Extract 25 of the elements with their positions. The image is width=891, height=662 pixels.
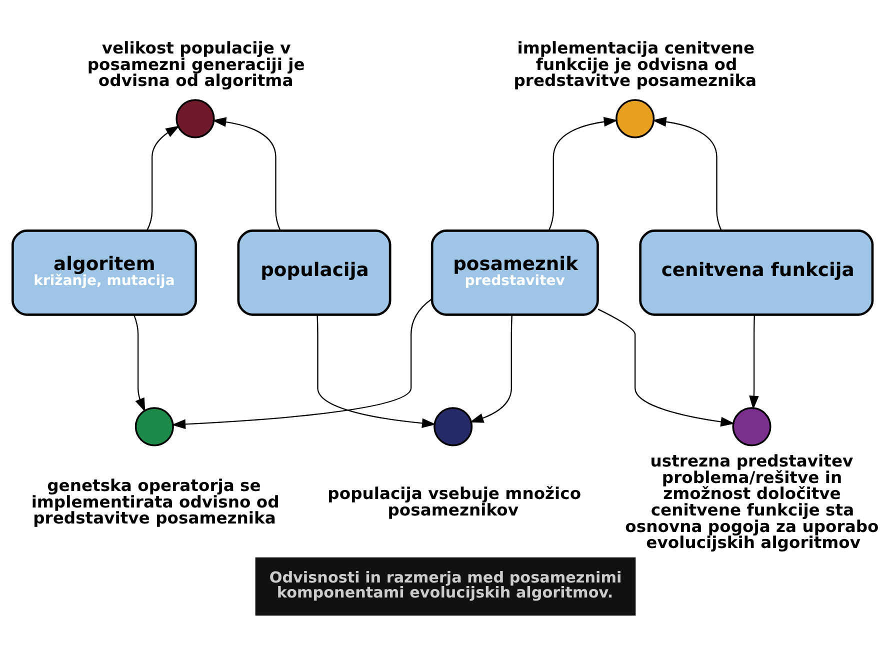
arrow: [172, 298, 432, 430]
node-label: implementacija cenitvene funkcije je odvisna od predstavitve posameznika: [514, 38, 757, 90]
node-circle: [434, 407, 473, 446]
node-label: velikost populacije v posamezni generaciji je odvisna od algoritma: [87, 38, 305, 90]
arrow: [548, 116, 618, 231]
node-label: populacija vsebuje množico posameznikov: [328, 484, 582, 520]
arrow: [133, 314, 146, 412]
node-box: algoritem križanje, mutacija: [12, 230, 197, 316]
node-label: ustrezna predstavitev problema/rešitve in zmožnost določitve cenitvene funkcije sta osnovna pogoja za uporabo evolucijskih algoritmov: [625, 452, 879, 552]
node-circle: [732, 407, 772, 446]
arrow: [598, 308, 735, 427]
node-box: populacija: [237, 230, 392, 316]
arrow: [146, 126, 180, 231]
node-circle: [616, 99, 655, 138]
node-box: posameznik predstavitev: [430, 230, 599, 316]
arrow: [470, 314, 512, 423]
node-box: cenitvena funkcija: [639, 230, 874, 316]
arrow: [316, 314, 436, 428]
arrow: [749, 314, 759, 410]
arrow: [212, 117, 281, 231]
node-circle: [176, 99, 215, 138]
node-circle: [134, 407, 174, 446]
caption: Odvisnosti in razmerja med posameznimi komponentami evolucijskih algoritmov.: [269, 568, 622, 602]
node-label: genetska operatorja se implementirata odvisno od predstavitve posameznika: [31, 476, 280, 528]
arrow: [652, 116, 722, 231]
